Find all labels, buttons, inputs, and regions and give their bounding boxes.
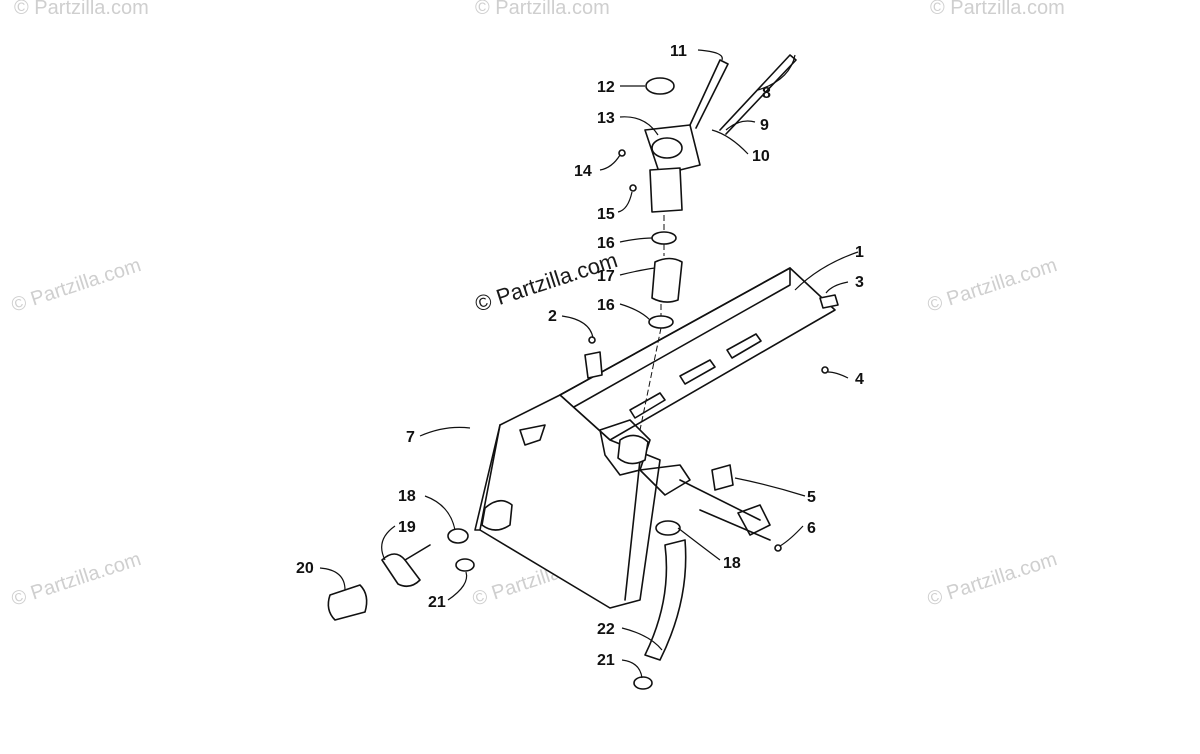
- callout-21-left: 21: [428, 594, 446, 611]
- callout-2: 2: [548, 308, 557, 325]
- callout-12: 12: [597, 79, 615, 96]
- watermark: © Partzilla.com: [475, 0, 610, 19]
- callout-6: 6: [807, 520, 816, 537]
- watermark: © Partzilla.com: [14, 0, 149, 19]
- callout-13: 13: [597, 110, 615, 127]
- callout-7: 7: [406, 429, 415, 446]
- callout-8: 8: [762, 85, 771, 102]
- heat-exchanger-body: [474, 267, 839, 609]
- watermark: © Partzilla.com: [9, 254, 144, 317]
- callout-5: 5: [807, 489, 816, 506]
- filler-neck-assembly: [617, 54, 797, 465]
- hoses-and-clamps: [327, 520, 687, 690]
- callout-16-upper: 16: [597, 235, 615, 252]
- callout-3: 3: [855, 274, 864, 291]
- watermark: © Partzilla.com: [9, 548, 144, 611]
- callout-10: 10: [752, 148, 770, 165]
- watermark: © Partzilla.com: [930, 0, 1065, 19]
- callout-22: 22: [597, 621, 615, 638]
- callout-14: 14: [574, 163, 592, 180]
- callouts: 1 2 3 4 5 6 7 8 9 10 11 12 13 14 15 16 1…: [296, 43, 864, 669]
- callout-18-left: 18: [398, 488, 416, 505]
- callout-9: 9: [760, 117, 769, 134]
- leader-lines: [319, 49, 859, 679]
- callout-20: 20: [296, 560, 314, 577]
- callout-4: 4: [855, 371, 864, 388]
- callout-1: 1: [855, 244, 864, 261]
- watermark: © Partzilla.com: [925, 548, 1060, 611]
- callout-15: 15: [597, 206, 615, 223]
- watermark: © Partzilla.com: [925, 254, 1060, 317]
- callout-18-right: 18: [723, 555, 741, 572]
- callout-16-lower: 16: [597, 297, 615, 314]
- callout-17: 17: [597, 268, 615, 285]
- callout-11: 11: [670, 43, 687, 60]
- callout-19: 19: [398, 519, 416, 536]
- callout-21-lower: 21: [597, 652, 615, 669]
